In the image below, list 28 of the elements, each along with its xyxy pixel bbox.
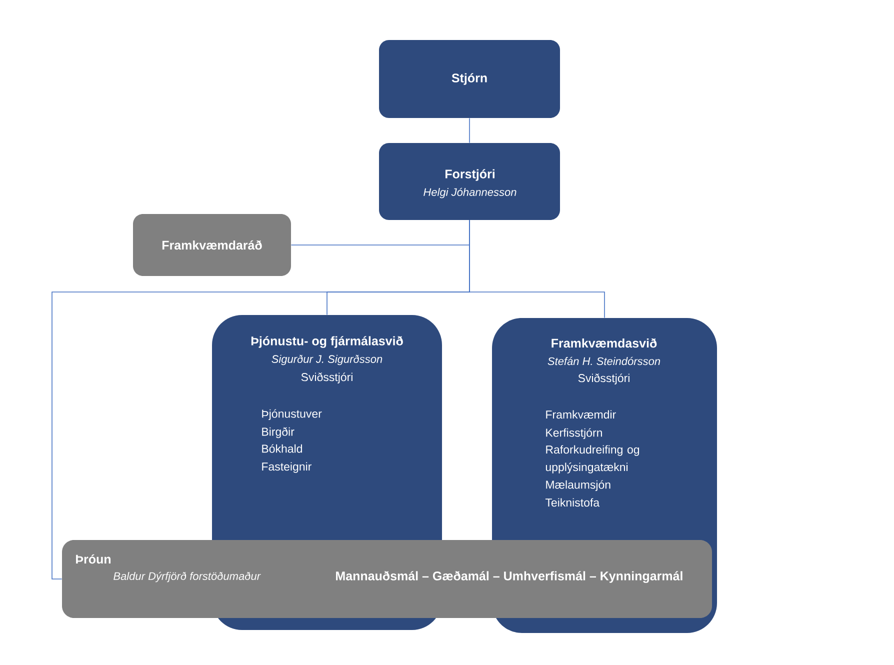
list-item: Fasteignir	[262, 462, 312, 473]
list-item: Bókhald	[262, 444, 302, 453]
department-band	[62, 540, 712, 618]
list-item: Raforkudreifing og upplýsingatækni	[546, 445, 640, 474]
ceo-box	[379, 143, 560, 220]
box-title: Þróun	[76, 554, 111, 564]
council-box	[133, 214, 291, 276]
list-item: Kerfisstjórn	[546, 428, 602, 440]
list-item: Framkvæmdir	[546, 410, 616, 419]
person-name: Stefán H. Steindórsson	[548, 356, 660, 366]
role-title: Sviðsstjóri	[301, 372, 352, 384]
list-item: Teiknistofa	[545, 498, 600, 507]
connector-line	[469, 118, 470, 144]
list-item: Birgðir	[262, 427, 294, 438]
connector-line	[52, 220, 470, 580]
person-name: Helgi Jóhannesson	[424, 188, 516, 198]
box-title: Stjórn	[452, 73, 487, 85]
board-box	[379, 40, 560, 118]
role-title: Sviðsstjóri	[578, 374, 630, 384]
list-item: Þjónustuver	[262, 409, 322, 420]
person-name: Sigurður J. Sigurðsson	[272, 354, 382, 366]
box-title: Þjónustu- og fjármálasvið	[251, 336, 403, 348]
topic-list: Mannauðsmál – Gæðamál – Umhverfismál – Kynningarmál	[336, 571, 682, 583]
box-title: Forstjóri	[446, 169, 494, 181]
box-title: Framkvæmdasvið	[552, 338, 657, 348]
list-item: Mælaumsjón	[546, 480, 610, 492]
box-title: Framkvæmdaráð	[162, 240, 262, 250]
person-name: Baldur Dýrfjörð forstöðumaður	[114, 572, 261, 582]
